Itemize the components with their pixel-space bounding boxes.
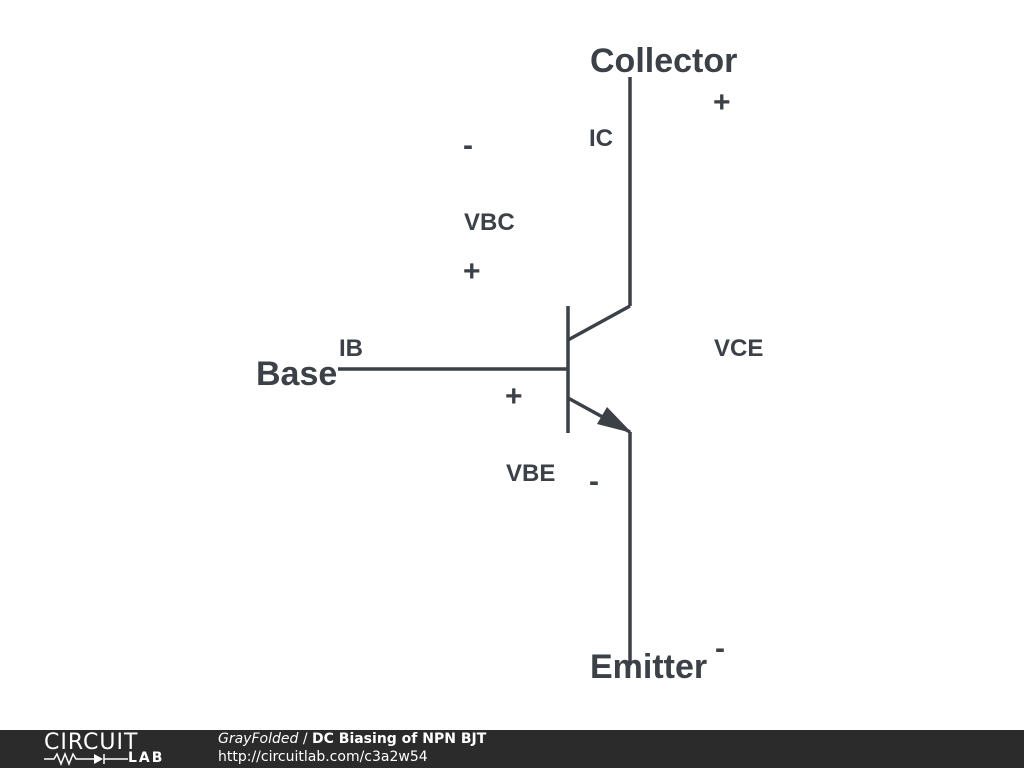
- base-label: Base: [256, 355, 338, 393]
- vbe-minus-sign: -: [589, 465, 599, 498]
- emitter-label: Emitter: [590, 648, 708, 686]
- vbc-minus-sign: -: [463, 129, 473, 162]
- vce-minus-sign: -: [715, 632, 725, 665]
- collector-label: Collector: [590, 42, 738, 80]
- logo-text: CIRCUIT: [44, 730, 139, 755]
- vce-label: VCE: [714, 335, 764, 362]
- emitter-arrow: [597, 407, 632, 433]
- circuit-logo-icon: [44, 752, 128, 766]
- collector-diagonal: [567, 304, 631, 342]
- vbe-label: VBE: [506, 460, 556, 487]
- vbc-label: VBC: [464, 209, 515, 236]
- circuit-title: DC Biasing of NPN BJT: [312, 731, 487, 747]
- footer-caption: GrayFolded / DC Biasing of NPN BJT: [218, 731, 487, 747]
- circuit-schematic: [338, 77, 632, 665]
- caption-separator: /: [298, 731, 312, 747]
- ic-label: IC: [589, 125, 613, 152]
- author-link[interactable]: GrayFolded: [218, 731, 299, 747]
- logo-lab-text: LAB: [128, 750, 165, 766]
- vbc-plus-sign: +: [463, 255, 481, 288]
- vce-plus-sign: +: [713, 86, 731, 119]
- circuit-url-link[interactable]: http://circuitlab.com/c3a2w54: [218, 749, 428, 765]
- vbe-plus-sign: +: [505, 380, 523, 413]
- ib-label: IB: [339, 335, 363, 362]
- footer-bar: CIRCUIT LAB GrayFolded / DC Biasing of N…: [0, 730, 1024, 768]
